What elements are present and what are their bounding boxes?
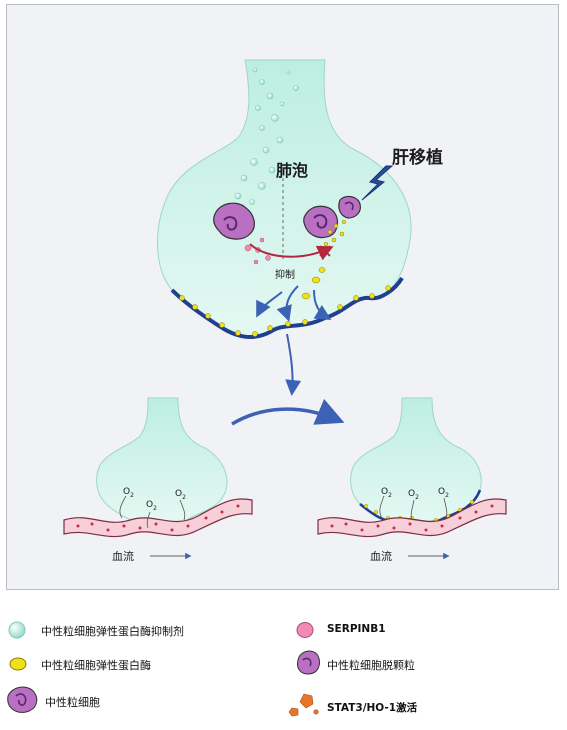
inhibitor-particles bbox=[234, 67, 299, 205]
o2-label: O2 bbox=[381, 487, 392, 499]
o2-label: O2 bbox=[175, 489, 186, 501]
left-alveolus-body bbox=[96, 397, 228, 523]
left-blood-vessel bbox=[63, 498, 253, 538]
legend-label-stat3: STAT3/HO-1激活 bbox=[327, 702, 418, 714]
legend-label-elastase-inhibitor: 中性粒细胞弹性蛋白酶抑制剂 bbox=[41, 625, 184, 638]
inhibit-cross bbox=[319, 245, 331, 257]
o2-label: O2 bbox=[408, 489, 419, 501]
bloodflow-label-right: 血流 bbox=[370, 550, 392, 563]
main-alveolus bbox=[156, 59, 412, 339]
degranulating-cell bbox=[338, 195, 361, 219]
release-arrows bbox=[256, 285, 332, 322]
legend-label-elastase: 中性粒细胞弹性蛋白酶 bbox=[41, 659, 151, 672]
right-blood-vessel bbox=[317, 498, 507, 538]
legend-label-neutrophil: 中性粒细胞 bbox=[45, 696, 100, 709]
neutrophil-cell bbox=[213, 202, 255, 240]
elastase-inhibitor-icon bbox=[8, 621, 26, 639]
transplant-label: 肝移植 bbox=[392, 148, 443, 168]
alveolus-label: 肺泡 bbox=[276, 161, 309, 180]
elastase-icon bbox=[9, 657, 27, 671]
o2-label: O2 bbox=[123, 487, 134, 499]
o2-label: O2 bbox=[438, 487, 449, 499]
serpinb1-icon bbox=[296, 622, 314, 638]
right-alveolus-body bbox=[350, 397, 482, 523]
neutrophil-cell-right bbox=[303, 205, 339, 239]
transition-arrow bbox=[231, 398, 345, 426]
lightning-icon bbox=[361, 165, 394, 201]
inhibit-label: 抑制 bbox=[275, 270, 295, 281]
degranulation-icon bbox=[297, 650, 321, 675]
inhibit-arrow bbox=[249, 243, 334, 261]
stat3-icon bbox=[288, 693, 319, 717]
o2-label: O2 bbox=[146, 500, 157, 512]
right-alveolus bbox=[317, 397, 507, 538]
left-blood-cells bbox=[76, 504, 240, 532]
legend-label-serpinb1: SERPINB1 bbox=[327, 623, 386, 635]
released-granules bbox=[301, 219, 347, 300]
membrane-elastase-dots bbox=[179, 285, 391, 337]
left-alveolus bbox=[63, 397, 253, 538]
neutrophil-icon bbox=[7, 686, 38, 713]
bloodflow-label-left: 血流 bbox=[112, 550, 134, 563]
legend-label-degranulation: 中性粒细胞脱颗粒 bbox=[327, 659, 415, 672]
downward-arrow bbox=[285, 333, 302, 396]
